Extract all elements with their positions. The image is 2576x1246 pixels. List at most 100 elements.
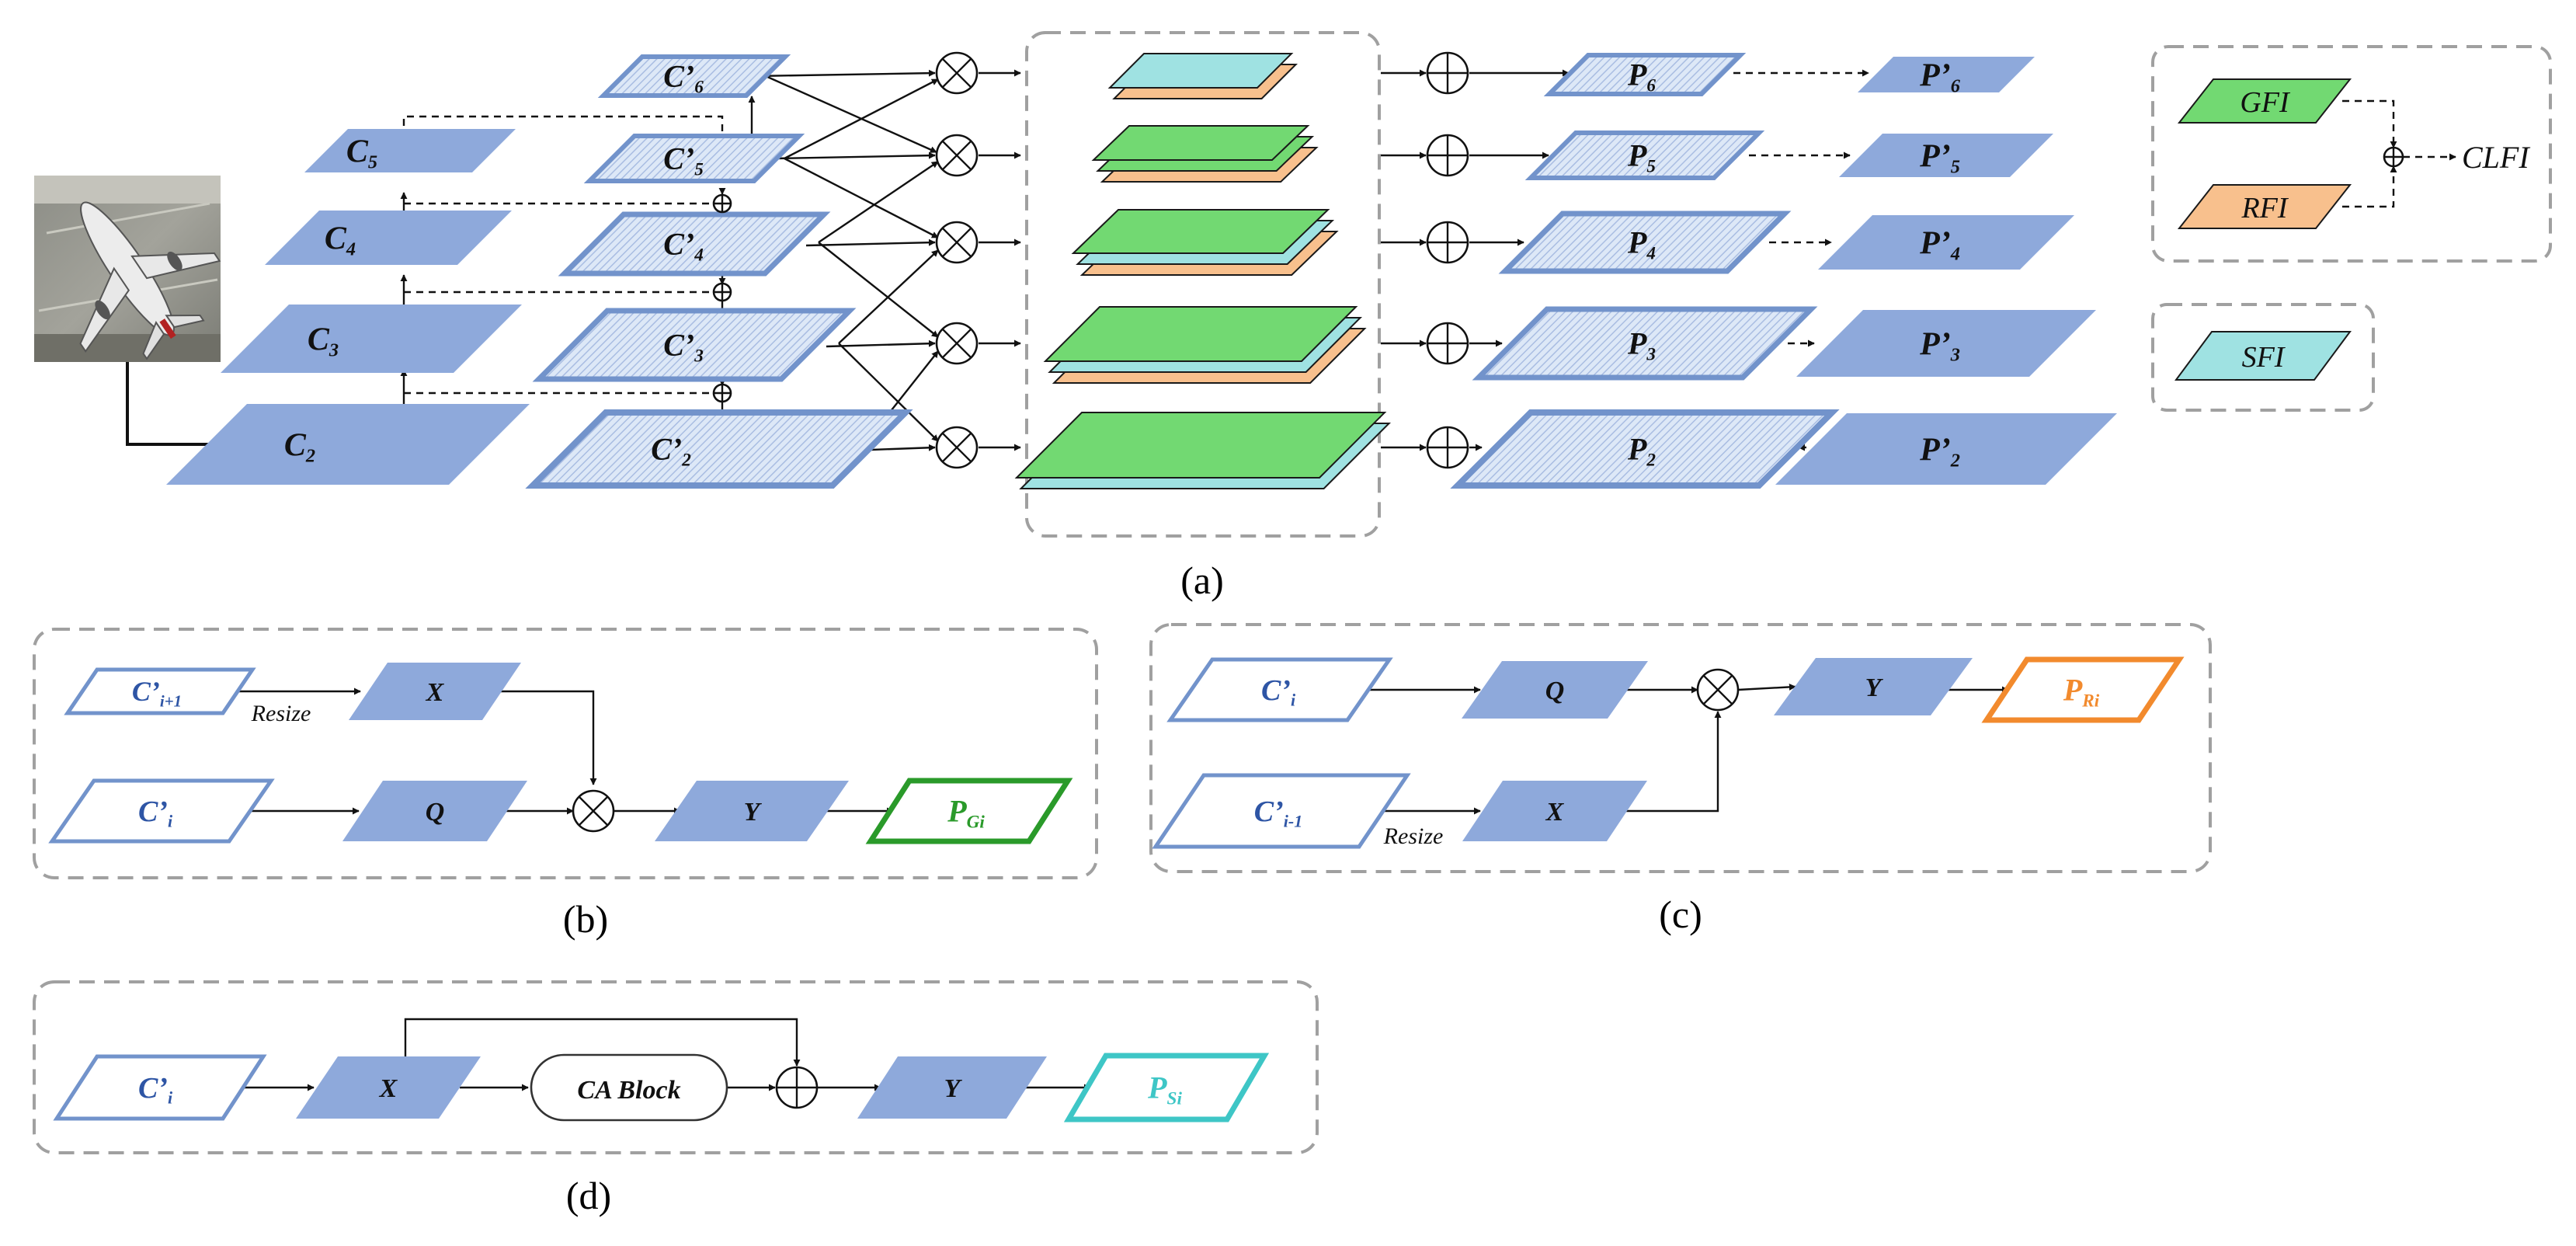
stack-1-gfi-2 [1091, 125, 1310, 161]
c-in-bottom [1152, 773, 1411, 849]
b-in-bottom [48, 778, 275, 844]
legend-gfi [2177, 78, 2352, 124]
legend-gfi-label: GFI [2240, 86, 2291, 119]
labels: C5C4C3C2C’6C’5C’4C’3C’2P6P5P4P3P2P’6P’5P… [132, 57, 2530, 1109]
c-mul-to-y [1737, 683, 1796, 691]
c-multiply-icon-stroke-b [1703, 675, 1733, 705]
c-x-label: X [1545, 798, 1565, 827]
lateral-label-5: C’5 [663, 141, 704, 180]
pyramid-3 [1472, 306, 1818, 381]
d-in-label: C’i [138, 1072, 173, 1108]
d-ca-label: CA Block [577, 1076, 680, 1105]
cross-6-5 [765, 75, 937, 154]
cross-5-4 [784, 157, 939, 239]
d-ca-block [530, 1053, 728, 1122]
pyramid-label-6: P6 [1627, 57, 1656, 96]
c-in-top-label: C’i [1261, 674, 1296, 710]
d-out-label: PSi [1147, 1070, 1182, 1109]
b-in-top [64, 667, 256, 715]
cross-5-6 [784, 78, 939, 160]
multiply-icon-0-stroke-b [942, 58, 972, 88]
panel-frames [33, 31, 2552, 1154]
b-x [349, 663, 521, 720]
cross-3-2 [838, 343, 939, 442]
c-q-label: Q [1545, 677, 1565, 705]
lateral-2 [525, 409, 913, 489]
output-label-5: P’5 [1919, 138, 1960, 177]
cross-4-5 [818, 161, 939, 243]
b-out [865, 778, 1073, 844]
cross-4-3 [818, 242, 939, 338]
multiply-icon-4-stroke-b [942, 433, 972, 462]
legend-rfi [2177, 184, 2352, 229]
lateral-label-4: C’4 [663, 227, 704, 266]
c-resize: Resize [1383, 823, 1444, 849]
caption-d: (d) [566, 1174, 611, 1217]
multiply-icon-2-stroke-b [942, 228, 972, 257]
b-q [342, 781, 527, 841]
output-label-3: P’3 [1919, 326, 1960, 365]
blocks [48, 53, 2352, 1122]
stack-2-gfi-2 [1071, 209, 1330, 254]
output-5 [1839, 134, 2053, 177]
b-q-label: Q [426, 798, 445, 827]
pyramid-label-5: P5 [1627, 138, 1656, 177]
airplane-image [34, 176, 221, 362]
fusion-stack-frame [1025, 31, 1381, 538]
multiply-icon-1-stroke-b [942, 141, 972, 170]
pyramid-2 [1450, 409, 1840, 489]
caption-a: (a) [1180, 559, 1224, 602]
b-in-bottom-label: C’i [138, 795, 173, 831]
lateral-5 [583, 134, 805, 183]
d-x [296, 1056, 481, 1119]
b-y-label: Y [744, 798, 763, 827]
c-q [1462, 661, 1648, 719]
d-out [1063, 1053, 1270, 1122]
output-label-2: P’2 [1919, 432, 1960, 471]
backbone-label-5: C5 [346, 134, 377, 172]
legend-clfi-label: CLFI [2462, 140, 2530, 175]
lateral-3 [532, 308, 857, 382]
d-in [53, 1054, 267, 1121]
lateral-6 [597, 54, 791, 98]
lateral-label-3: C’3 [663, 328, 704, 367]
b-resize: Resize [251, 701, 311, 726]
c-out-label: PRi [2063, 673, 2100, 712]
pyramid-label-4: P4 [1627, 225, 1656, 264]
output-6 [1858, 57, 2035, 92]
lateral-label-2: C’2 [651, 432, 691, 471]
lat-to-mul-2 [805, 238, 936, 247]
backbone-label-3: C3 [308, 322, 339, 360]
lateral-label-6: C’6 [663, 59, 704, 98]
output-label-6: P’6 [1919, 57, 1961, 96]
c-y-label: Y [1865, 673, 1884, 702]
pyramid-label-2: P2 [1627, 432, 1656, 471]
legend-rfi-link [2342, 165, 2397, 208]
c-in-bottom-label: C’i-1 [1254, 795, 1302, 831]
legend-sfi-label: SFI [2242, 341, 2286, 374]
c-x [1462, 781, 1647, 841]
d-y-label: Y [944, 1074, 963, 1103]
legend-gfi-link [2342, 99, 2397, 148]
backbone-label-2: C2 [284, 427, 315, 466]
backbone-label-4: C4 [325, 221, 356, 259]
pyramid-4 [1498, 211, 1792, 274]
legend-sfi [2174, 331, 2352, 381]
legend-clfi-frame [2151, 45, 2552, 263]
b-in-top-label: C’i+1 [132, 676, 182, 710]
caption-b: (b) [563, 897, 608, 941]
backbone-C4 [265, 211, 512, 265]
panel-d-frame [33, 980, 1319, 1154]
stack-0-sfi-1 [1107, 53, 1294, 89]
lat-to-mul-0 [754, 69, 936, 78]
backbone-C5 [304, 129, 516, 172]
legend-rfi-label: RFI [2241, 192, 2289, 224]
c-y [1774, 658, 1973, 715]
b-x-label: X [426, 678, 445, 707]
b-out-label: PGi [947, 794, 985, 833]
output-2 [1775, 413, 2117, 485]
lat-to-mul-1 [774, 151, 936, 160]
c-out [1981, 656, 2185, 723]
pyramid-6 [1543, 53, 1747, 96]
lateral-4 [558, 211, 831, 277]
